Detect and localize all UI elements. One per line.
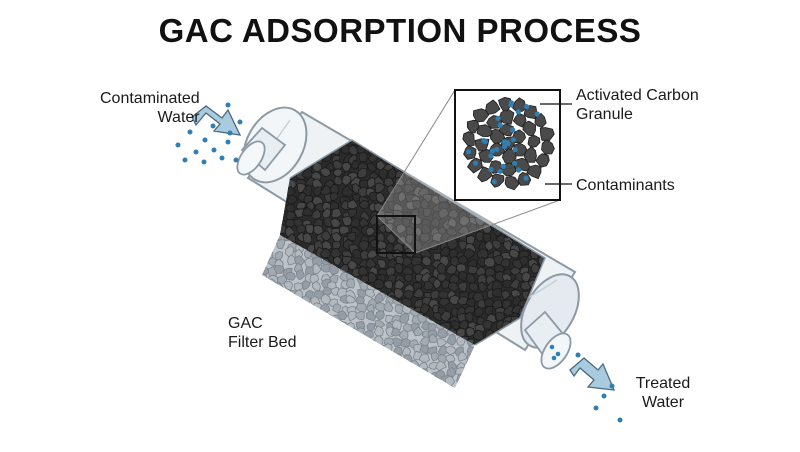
inlet-pipe xyxy=(236,126,287,176)
outlet-label: Treated Water xyxy=(635,375,691,411)
outlet-arrow xyxy=(569,357,616,391)
carbon-granule xyxy=(460,95,556,191)
bed-label: GAC Filter Bed xyxy=(228,315,297,351)
outlet-pipe xyxy=(523,310,572,370)
inlet-arrow xyxy=(191,105,242,136)
outlet-water-drops xyxy=(575,352,623,423)
zoom-inset xyxy=(454,89,561,201)
diagram-title: GAC ADSORPTION PROCESS xyxy=(158,12,642,49)
inlet-contaminants xyxy=(175,102,243,165)
inlet-label: Contaminated Water xyxy=(100,90,200,126)
contaminants-label: Contaminants xyxy=(576,177,675,194)
granule-label: Activated Carbon Granule xyxy=(576,87,699,123)
